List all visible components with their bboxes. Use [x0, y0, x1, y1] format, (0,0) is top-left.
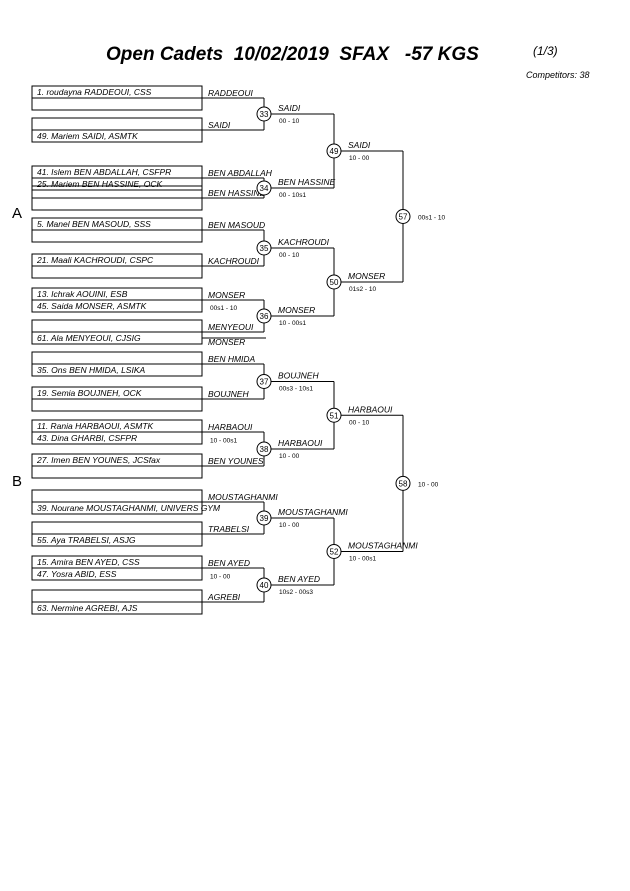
competitor-entry: 63. Nermine AGREBI, AJS	[37, 603, 138, 613]
winner-name: BEN AYED	[278, 574, 320, 584]
competitor-entry: 47. Yosra ABID, ESS	[37, 569, 117, 579]
winner-name: BEN HASSINE	[278, 177, 335, 187]
page-title: Open Cadets 10/02/2019 SFAX -57 KGS	[106, 44, 479, 65]
match-score: 10 - 00s1	[349, 556, 376, 563]
seed-name: KACHROUDI	[208, 256, 260, 266]
winner-name: SAIDI	[348, 140, 371, 150]
competitor-entry: 13. Ichrak AOUINI, ESB	[37, 289, 128, 299]
seed-name: BEN AYED	[208, 558, 250, 568]
winner-name: MONSER	[278, 305, 315, 315]
match-circle	[395, 209, 411, 224]
match-number: 35	[260, 244, 269, 253]
match-number: 34	[260, 184, 269, 193]
seed-name: TRABELSI	[208, 524, 250, 534]
match-number: 49	[330, 147, 339, 156]
pre-score: 10 - 00s1	[210, 438, 237, 445]
seed-name: MONSER	[208, 337, 245, 347]
match-number: 38	[260, 445, 269, 454]
match-score: 00 - 10	[279, 252, 300, 259]
match-score: 10s2 - 00s3	[279, 589, 313, 596]
seed-name: BEN YOUNES	[208, 456, 264, 466]
winner-name: BOUJNEH	[278, 371, 319, 381]
winner-name: MOUSTAGHANMI	[348, 541, 418, 551]
winner-name: KACHROUDI	[278, 237, 330, 247]
competitor-entry: 45. Saida MONSER, ASMTK	[37, 301, 147, 311]
match-number: 33	[260, 110, 269, 119]
competitors-count: Competitors: 38	[526, 70, 590, 80]
match-score: 10 - 00	[279, 522, 300, 529]
match-number: 52	[330, 548, 339, 557]
seed-name: MOUSTAGHANMI	[208, 492, 278, 502]
match-number: 36	[260, 312, 269, 321]
match-circle	[395, 475, 411, 491]
competitor-entry: 11. Rania HARBAOUI, ASMTK	[37, 421, 154, 431]
match-number: 37	[260, 378, 269, 387]
winner-name: HARBAOUI	[278, 438, 323, 448]
seed-name: BEN MASOUD	[208, 220, 265, 230]
match-score: 10 - 00s1	[279, 320, 306, 327]
competitor-entry: 25. Mariem BEN HASSINE, OCK	[36, 179, 163, 189]
competitor-entry: 55. Aya TRABELSI, ASJG	[37, 535, 136, 545]
match-score: 10 - 00	[279, 453, 300, 460]
match-score: 01s2 - 10	[349, 286, 376, 293]
winner-name: HARBAOUI	[348, 404, 393, 414]
winner-name: MONSER	[348, 271, 385, 281]
match-number: 58	[399, 479, 408, 488]
seed-name: HARBAOUI	[208, 422, 253, 432]
match-number: 40	[260, 581, 269, 590]
competitor-entry: 35. Ons BEN HMIDA, LSIKA	[37, 365, 146, 375]
seed-name: MONSER	[208, 290, 245, 300]
match-score: 00s1 - 10	[418, 215, 445, 222]
match-score: 00 - 10s1	[279, 192, 306, 199]
seed-name: AGREBI	[207, 592, 241, 602]
seed-name: BOUJNEH	[208, 389, 249, 399]
pre-score: 10 - 00	[210, 574, 231, 581]
match-score: 10 - 00	[349, 155, 370, 162]
competitor-entry: 15. Amira BEN AYED, CSS	[37, 557, 140, 567]
competitor-entry: 1. roudayna RADDEOUI, CSS	[37, 87, 152, 97]
seed-name: RADDEOUI	[208, 88, 254, 98]
match-number: 57	[399, 213, 408, 222]
seed-name: BEN HASSINE	[208, 188, 265, 198]
match-score: 00s3 - 10s1	[279, 386, 313, 393]
match-score: 10 - 00	[418, 481, 439, 488]
seed-name: BEN HMIDA	[208, 354, 256, 364]
match-number: 50	[330, 278, 339, 287]
pool-label-a: A	[12, 205, 23, 222]
competitor-entry: 61. Ala MENYEOUI, CJSIG	[37, 333, 141, 343]
match-score: 00 - 10	[279, 118, 300, 125]
competitor-entry: 27. Imen BEN YOUNES, JCSfax	[36, 455, 161, 465]
match-score: 00 - 10	[349, 419, 370, 426]
competitor-entry: 21. Maali KACHROUDI, CSPC	[36, 255, 154, 265]
competitor-entry: 43. Dina GHARBI, CSFPR	[37, 433, 137, 443]
match-number: 51	[330, 411, 339, 420]
seed-name: MENYEOUI	[208, 322, 254, 332]
match-number: 39	[260, 514, 269, 523]
seed-name: SAIDI	[208, 120, 231, 130]
seed-name: BEN ABDALLAH	[208, 168, 273, 178]
pre-score: 00s1 - 10	[210, 305, 237, 312]
competitor-entry: 39. Nourane MOUSTAGHANMI, UNIVERS GYM	[37, 503, 221, 513]
pool-label-b: B	[12, 473, 23, 490]
competitor-entry: 5. Manel BEN MASOUD, SSS	[37, 219, 151, 229]
winner-name: MOUSTAGHANMI	[278, 507, 348, 517]
competitor-entry: 41. Islem BEN ABDALLAH, CSFPR	[37, 167, 171, 177]
competitor-entry: 49. Mariem SAIDI, ASMTK	[37, 131, 138, 141]
competitor-entry: 19. Semia BOUJNEH, OCK	[37, 388, 142, 398]
winner-name: SAIDI	[278, 103, 301, 113]
page-indicator: (1/3)	[533, 44, 558, 58]
